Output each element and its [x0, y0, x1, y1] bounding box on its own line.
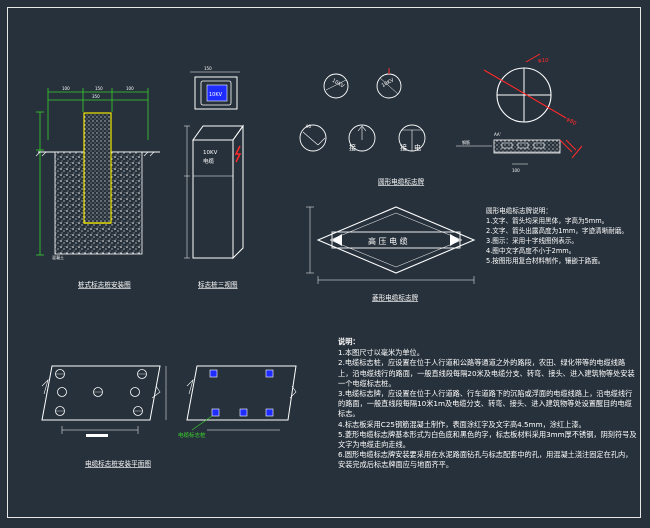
lightning-icon: [234, 145, 242, 163]
legend-item: 3.图示：采用十字线图例表示。: [486, 237, 579, 245]
note-item: 5.菱形电缆标志牌基本形式为白色底和黑色的字，标志板材料采用3mm厚不锈钢，阴刻…: [338, 429, 637, 450]
marker-10kv-right: 10KV: [376, 68, 402, 99]
marker-left-angle: 90: [299, 124, 327, 152]
caption-stake-structure: 标志桩三视图: [198, 280, 238, 289]
surface-layout-plans: 电缆标志桩 电缆标志桩安装平面图: [41, 365, 297, 468]
svg-text:150: 150: [204, 66, 212, 71]
stake-face-line1: 10KV: [203, 150, 218, 156]
svg-text:10KV: 10KV: [381, 77, 396, 89]
legend-item: 2.文字、箭头出露高度为1mm，字迹清晰耐磨。: [486, 227, 629, 235]
drawing-frame: [7, 7, 641, 518]
svg-text:φ80: φ80: [565, 117, 578, 128]
stake-three-view-drawing: 10KV 150 10KV 电缆 标志桩三视图: [184, 66, 244, 289]
drawing-notes: 说明： 1.本图尺寸以毫米为单位。 2.电缆标志桩，应设置在位于人行道和公路等通…: [338, 337, 638, 471]
round-marker-legend: 圆形电缆标志牌说明： 1.文字、箭头均采用黑体，字高为5mm。 2.文字、箭头出…: [486, 206, 636, 266]
legend-title: 圆形电缆标志牌说明：: [486, 207, 552, 215]
installation-dimensions: [36, 88, 149, 256]
svg-text:混凝土: 混凝土: [52, 254, 64, 260]
svg-text:φ10: φ10: [538, 58, 549, 64]
legend-item: 5.按图形用复合材料制作，镶嵌于路面。: [486, 257, 605, 265]
notes-title: 说明：: [338, 337, 360, 346]
caption-round-markers: 圆形电缆标志牌: [378, 177, 425, 186]
note-item: 2.电缆标志桩，应设置在位于人行道和公路等通道之外的路段，农田、绿化带等的电缆线…: [338, 358, 635, 388]
note-item: 3.电缆标志牌，应设置在位于人行道路、行车道路下的沉陷或浮面的电缆线路上，沿电缆…: [338, 389, 633, 419]
marker-joint-arrow: 接: [348, 124, 376, 152]
svg-text:350: 350: [92, 94, 100, 99]
svg-text:100: 100: [62, 86, 70, 91]
svg-text:电: 电: [414, 143, 421, 152]
marker-tee: 接 电: [398, 124, 426, 152]
stake-face-line2: 电缆: [203, 157, 215, 165]
round-marker-drawings: 10KV 10KV 90 接: [299, 68, 426, 186]
caption-installation: 桩式标志桩安装图: [78, 280, 131, 289]
note-item: 1.本图尺寸以毫米为单位。: [338, 348, 424, 358]
svg-text:钢筋: 钢筋: [462, 139, 470, 145]
blue-block-label: 电缆标志桩: [178, 431, 206, 439]
svg-text:10KV: 10KV: [209, 92, 223, 98]
diamond-marker-text: 高 压 电 缆: [368, 236, 408, 246]
note-item: 4.标志板采用C25钢筋混凝土制作，表面涂红字及文字高4.5mm，涂红上漆。: [338, 419, 586, 429]
svg-text:接: 接: [349, 143, 356, 152]
marker-10kv-left: 10KV: [323, 73, 349, 99]
caption-surface-layout: 电缆标志桩安装平面图: [85, 459, 151, 468]
installation-section-drawing: 100 150 100 350 混凝土 桩式标志桩安装图: [35, 86, 160, 289]
svg-text:100: 100: [126, 86, 134, 91]
svg-text:150: 150: [95, 86, 103, 91]
legend-item: 1.文字、箭头均采用黑体，字高为5mm。: [486, 217, 609, 225]
note-item: 6.圆形电缆标志牌安装要采用在水泥路面钻孔与标志配套中的孔，用混凝土浇注固定在孔…: [338, 450, 633, 470]
svg-text:AA': AA': [494, 132, 501, 137]
svg-text:接: 接: [400, 143, 407, 152]
diamond-marker-drawing: 高 压 电 缆 菱形电缆标志牌: [306, 206, 476, 302]
round-marker-detail: φ10 φ80 钢筋 100 AA': [456, 53, 583, 173]
svg-text:90: 90: [306, 124, 312, 129]
svg-text:100: 100: [512, 168, 520, 173]
legend-item: 4.图中文字高度不小于2mm。: [486, 247, 576, 255]
caption-diamond-marker: 菱形电缆标志牌: [372, 293, 419, 302]
